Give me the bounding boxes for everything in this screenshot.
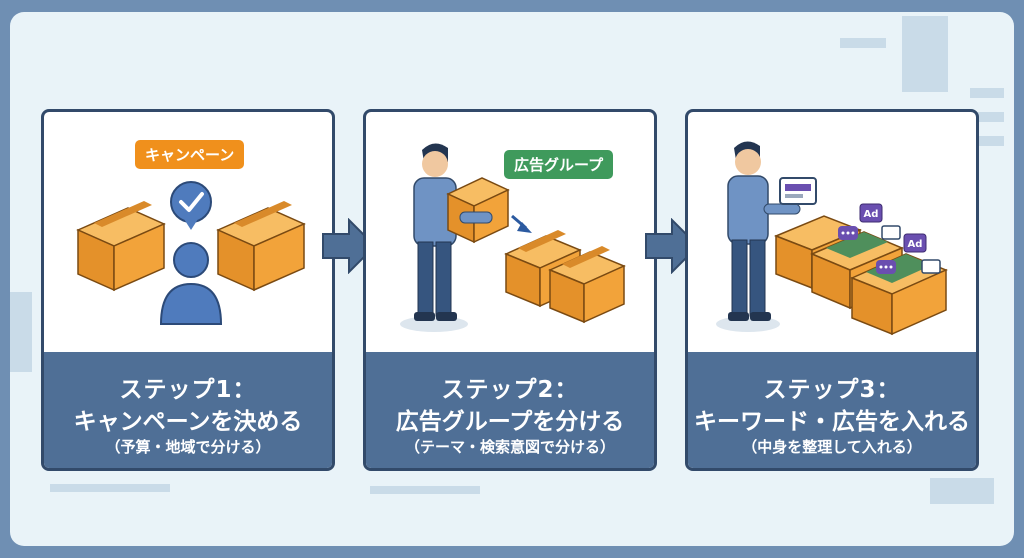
step-1-illustration [76,181,306,325]
ad-group-tag: 広告グループ [504,150,614,179]
step-1-title: ステップ1： [119,377,257,403]
ad-label: Ad [864,209,879,220]
person-icon [159,242,223,325]
step-2-panel: 広告グループ ステップ2： 広告グループを分ける （テーマ・検索意図で分ける） [363,109,657,471]
box-icon [548,246,626,324]
step-1-caption: ステップ1： キャンペーンを決める （予算・地域で分ける） [44,352,332,468]
box-icon [850,253,948,336]
box-icon [76,201,166,292]
box-icon [446,177,510,244]
arrow-icon [511,214,532,233]
step-1-panel: キャンペーン ステップ1： キャンペーンを決める （予算・地域で分ける） [41,109,335,471]
decor-bar [370,486,480,494]
decor-bar [10,292,32,372]
ad-card-icon: Ad [859,203,883,223]
arrow-right-icon [322,218,377,274]
tablet-icon [779,177,817,205]
decor-bar [930,478,994,504]
decor-bar [970,136,1004,146]
step-2-title: ステップ2： [441,377,579,403]
decor-bar [840,38,886,48]
step-3-subtitle: キーワード・広告を入れる [694,409,970,435]
chat-bubble-icon [838,226,858,240]
step-3-caption: ステップ3： キーワード・広告を入れる （中身を整理して入れる） [688,352,976,468]
box-icon [216,201,306,292]
step-3-panel: Ad Ad ステップ3： キーワード・広告を入れる （中身を整理して入れる） [685,109,979,471]
decor-bar [970,88,1004,98]
campaign-tag: キャンペーン [135,140,245,169]
person-icon [400,143,468,332]
chat-bubble-icon [876,260,896,274]
checkmark-icon [170,181,212,230]
person-icon [716,141,801,332]
step-2-illustration [400,143,626,332]
step-1-note: （予算・地域で分ける） [105,438,271,456]
step-3-illustration: Ad Ad [716,141,948,336]
step-2-subtitle: 広告グループを分ける [395,409,625,435]
step-1-subtitle: キャンペーンを決める [73,409,303,435]
ad-card-icon: Ad [903,233,927,253]
diagram-frame: キャンペーン ステップ1： キャンペーンを決める （予算・地域で分ける） [10,12,1014,546]
decor-bar [970,112,1004,122]
step-3-note: （中身を整理して入れる） [742,438,922,456]
step-3-title: ステップ3： [763,377,901,403]
decor-bar [50,484,170,492]
screen-icon [881,225,941,274]
ad-label: Ad [908,239,923,250]
decor-bar [902,16,948,92]
step-2-note: （テーマ・検索意図で分ける） [404,438,615,456]
step-2-caption: ステップ2： 広告グループを分ける （テーマ・検索意図で分ける） [366,352,654,468]
